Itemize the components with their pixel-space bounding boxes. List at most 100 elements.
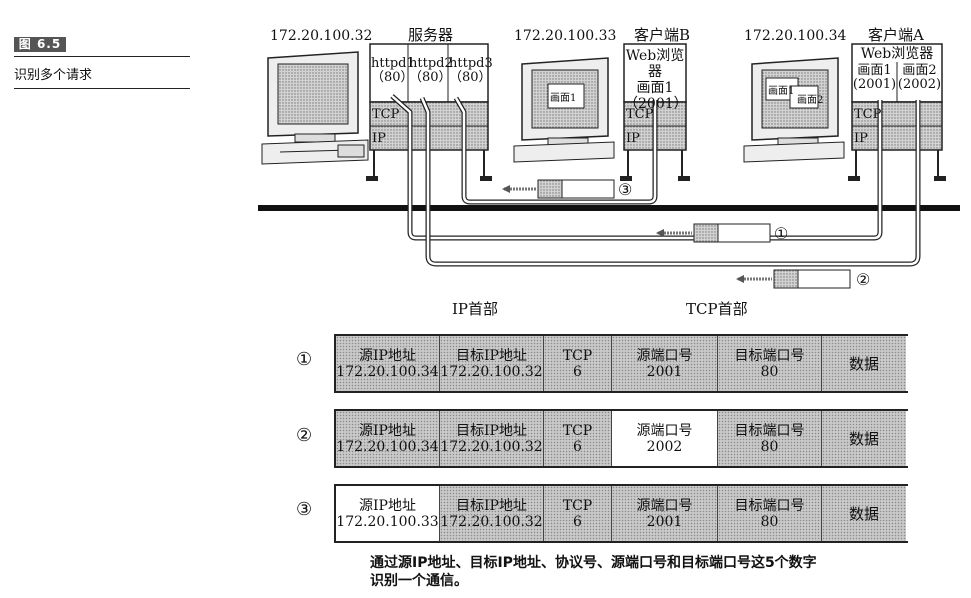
figure-caption: 识别多个请求 xyxy=(14,68,93,83)
row-2-number: ② xyxy=(296,425,313,446)
src-ip-label: 源IP地址 xyxy=(359,497,416,514)
dst-port-value: 80 xyxy=(760,513,779,530)
data-cell: 数据 xyxy=(822,336,906,391)
ip-header-label: IP首部 xyxy=(452,300,499,318)
client-a-app-line1: Web浏览器 xyxy=(860,46,934,62)
packet-1-marker: ① xyxy=(774,224,789,243)
dst-ip-value: 172.20.100.32 xyxy=(440,363,543,380)
protocol-value: 6 xyxy=(573,513,582,530)
data-label: 数据 xyxy=(848,504,879,523)
data-cell: 数据 xyxy=(822,486,906,541)
src-ip-value: 172.20.100.34 xyxy=(336,438,439,455)
client-b-port: （2001） xyxy=(624,96,688,112)
client-a-ip-label: 172.20.100.34 xyxy=(744,28,847,44)
dst-port-value: 80 xyxy=(760,363,779,380)
src-ip-value: 172.20.100.33 xyxy=(336,513,439,530)
tcp-header-label: TCP首部 xyxy=(686,300,748,318)
packet-2-icon xyxy=(736,269,851,289)
client-b-ip-layer: IP xyxy=(626,131,640,146)
figure-number-badge: 图 6.5 xyxy=(14,37,66,52)
dst-ip-label: 目标IP地址 xyxy=(456,497,527,514)
client-a-screen1-label: 画面1 (2001) xyxy=(852,64,897,92)
src-ip-value: 172.20.100.34 xyxy=(336,363,439,380)
src-port-value: 2001 xyxy=(646,363,683,380)
summary-line-1: 通过源IP地址、目标IP地址、协议号、源端口号和目标端口号这5个数字 xyxy=(370,555,817,571)
client-a-screen-window1-label: 画面1 xyxy=(768,86,795,97)
client-b-computer-icon xyxy=(513,57,615,163)
client-a-stack-box xyxy=(848,43,946,181)
packet-1-icon xyxy=(656,223,771,243)
src-port-label: 源端口号 xyxy=(636,497,693,514)
row-3-number: ③ xyxy=(296,499,313,520)
server-ip-label: 172.20.100.32 xyxy=(270,28,373,44)
dst-ip-label: 目标IP地址 xyxy=(456,422,527,439)
data-label: 数据 xyxy=(848,429,879,448)
client-b-app-label: Web浏览器 画面1 （2001） xyxy=(624,48,688,112)
data-label: 数据 xyxy=(848,354,879,373)
caption-bottom-rule xyxy=(14,88,190,89)
client-a-computer-icon xyxy=(743,57,845,163)
data-cell: 数据 xyxy=(822,411,906,466)
network-diagram xyxy=(258,43,960,289)
httpd3-name: httpd3 xyxy=(449,56,493,71)
protocol-value: 6 xyxy=(573,363,582,380)
server-tcp-layer: TCP xyxy=(372,107,400,122)
client-a-port2: (2002) xyxy=(897,77,942,92)
server-title: 服务器 xyxy=(408,26,454,44)
client-b-ip-label: 172.20.100.33 xyxy=(514,28,617,44)
httpd1-name: httpd1 xyxy=(371,56,415,71)
client-b-app-line2: 画面1 xyxy=(636,80,674,96)
dst-ip-value: 172.20.100.32 xyxy=(440,438,543,455)
client-a-title: 客户端A xyxy=(868,26,924,44)
protocol-label: TCP xyxy=(562,347,593,364)
protocol-value: 6 xyxy=(573,438,582,455)
summary-line-2: 识别一个通信。 xyxy=(370,573,468,589)
httpd3-label: httpd3 （80） xyxy=(449,56,493,85)
httpd2-label: httpd2 （80） xyxy=(409,57,453,85)
dst-port-value: 80 xyxy=(760,438,779,455)
src-ip-label: 源IP地址 xyxy=(359,347,416,364)
src-port-label: 源端口号 xyxy=(636,422,693,439)
client-b-title: 客户端B xyxy=(634,26,691,44)
packet-3-icon xyxy=(502,179,615,199)
client-a-ip-layer: IP xyxy=(854,131,868,146)
httpd1-port: （80） xyxy=(371,70,414,85)
src-port-value: 2001 xyxy=(646,513,683,530)
server-computer-icon xyxy=(261,51,369,165)
client-a-screen2: 画面2 xyxy=(902,63,937,78)
connection-paths xyxy=(390,94,921,267)
protocol-label: TCP xyxy=(562,497,593,514)
src-ip-label: 源IP地址 xyxy=(359,422,416,439)
dst-ip-value: 172.20.100.32 xyxy=(440,513,543,530)
client-a-screen2-label: 画面2 (2002) xyxy=(897,64,942,92)
caption-top-rule xyxy=(14,56,190,57)
dst-port-label: 目标端口号 xyxy=(734,422,805,439)
src-port-label: 源端口号 xyxy=(636,347,693,364)
client-b-tcp-layer: TCP xyxy=(626,107,654,122)
protocol-label: TCP xyxy=(562,422,593,439)
packet-3-marker: ③ xyxy=(618,180,633,199)
network-cable xyxy=(258,205,960,211)
dst-port-label: 目标端口号 xyxy=(734,497,805,514)
client-a-tcp-layer: TCP xyxy=(854,107,882,122)
httpd1-label: httpd1 （80） xyxy=(371,56,415,85)
row-1-number: ① xyxy=(296,349,313,370)
client-a-port1: (2001) xyxy=(852,77,897,92)
dst-ip-label: 目标IP地址 xyxy=(456,347,527,364)
